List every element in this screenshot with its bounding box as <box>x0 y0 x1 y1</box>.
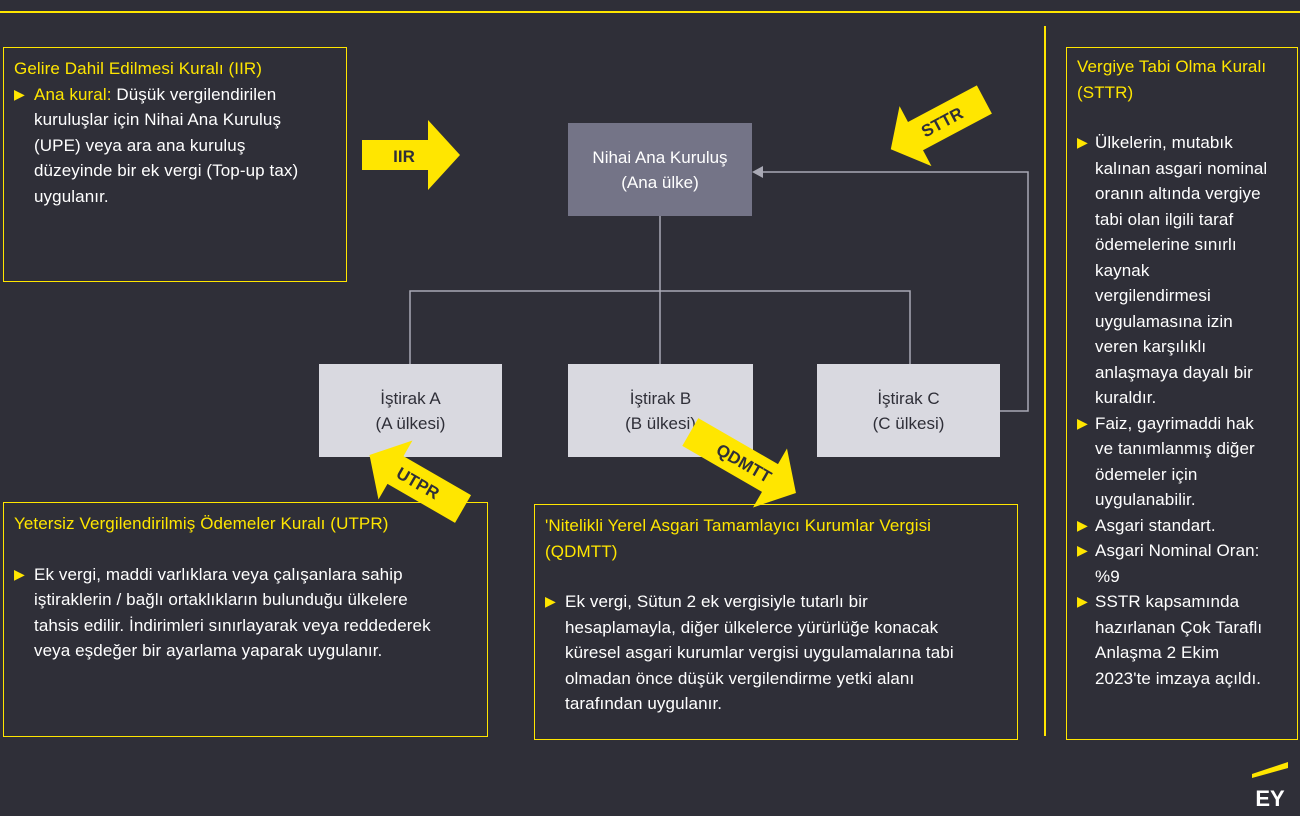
iir-arrow-label: IIR <box>393 147 415 166</box>
iir-line: kuruluşlar için Nihai Ana Kuruluş <box>34 110 282 129</box>
connector-a-c <box>409 290 911 364</box>
bullet-triangle-icon: ▶ <box>1077 593 1088 609</box>
sttr-box: Vergiye Tabi Olma Kuralı (STTR) ▶ Ülkele… <box>1066 47 1298 740</box>
utpr-bullet: ▶ Ek vergi, maddi varlıklara veya çalışa… <box>14 562 477 664</box>
bullet-triangle-icon: ▶ <box>1077 542 1088 558</box>
sttr-bullet: ▶ Asgari standart. <box>1077 513 1287 539</box>
sttr-bullet: ▶ Asgari Nominal Oran: %9 <box>1077 538 1287 589</box>
iir-line: uygulanır. <box>34 186 109 206</box>
iir-box: Gelire Dahil Edilmesi Kuralı (IIR) ▶ Ana… <box>3 47 347 282</box>
utpr-title: Yetersiz Vergilendirilmiş Ödemeler Kural… <box>14 514 389 533</box>
ey-logo-text: EY <box>1255 786 1285 811</box>
iir-line: düzeyinde bir ek vergi (Top-up tax) <box>34 161 299 180</box>
iir-arrow-icon: IIR <box>362 120 460 190</box>
bullet-triangle-icon: ▶ <box>1077 516 1088 533</box>
iir-line: Düşük vergilendirilen <box>111 84 277 104</box>
vertical-divider <box>1044 26 1046 736</box>
bullet-triangle-icon: ▶ <box>1077 414 1088 431</box>
sttr-bullet: ▶ Ülkelerin, mutabık kalınan asgari nomi… <box>1077 130 1287 411</box>
bullet-triangle-icon: ▶ <box>14 85 25 102</box>
bullet-triangle-icon: ▶ <box>545 593 556 609</box>
qdmtt-title: 'Nitelikli Yerel Asgari Tamamlayıcı Kuru… <box>545 516 932 561</box>
qdmtt-bullet: ▶ Ek vergi, Sütun 2 ek vergisiyle tutarl… <box>545 589 1007 717</box>
top-rule <box>0 11 1300 13</box>
node-child-a: İştirak A (A ülkesi) <box>319 364 502 457</box>
connector-c-to-parent <box>760 171 1029 412</box>
node-parent: Nihai Ana Kuruluş (Ana ülke) <box>568 123 752 216</box>
qdmtt-arrow-icon: QDMTT <box>682 418 796 508</box>
iir-line: (UPE) veya ara ana kuruluş <box>34 135 246 155</box>
sttr-bullet: ▶ Faiz, gayrimaddi hak ve tanımlanmış di… <box>1077 411 1287 513</box>
node-child-b: İştirak B (B ülkesi) <box>568 364 753 457</box>
sttr-bullet: ▶ SSTR kapsamında hazırlanan Çok Taraflı… <box>1077 589 1287 691</box>
ey-logo: EY <box>1252 762 1288 811</box>
iir-title: Gelire Dahil Edilmesi Kuralı (IIR) <box>14 59 263 78</box>
utpr-box: Yetersiz Vergilendirilmiş Ödemeler Kural… <box>3 502 488 737</box>
utpr-arrow-icon: UTPR <box>369 440 472 523</box>
sttr-arrow-icon: STTR <box>890 85 992 167</box>
sttr-title: Vergiye Tabi Olma Kuralı (STTR) <box>1077 57 1267 102</box>
qdmtt-box: 'Nitelikli Yerel Asgari Tamamlayıcı Kuru… <box>534 504 1018 740</box>
node-child-c: İştirak C (C ülkesi) <box>817 364 1000 457</box>
bullet-triangle-icon: ▶ <box>1077 134 1088 150</box>
iir-bullet: ▶ Ana kural: Düşük vergilendirilen kurul… <box>14 82 336 210</box>
bullet-triangle-icon: ▶ <box>14 565 25 582</box>
iir-bullet-label: Ana kural: <box>34 84 112 104</box>
connector-arrowhead-icon <box>752 166 763 178</box>
